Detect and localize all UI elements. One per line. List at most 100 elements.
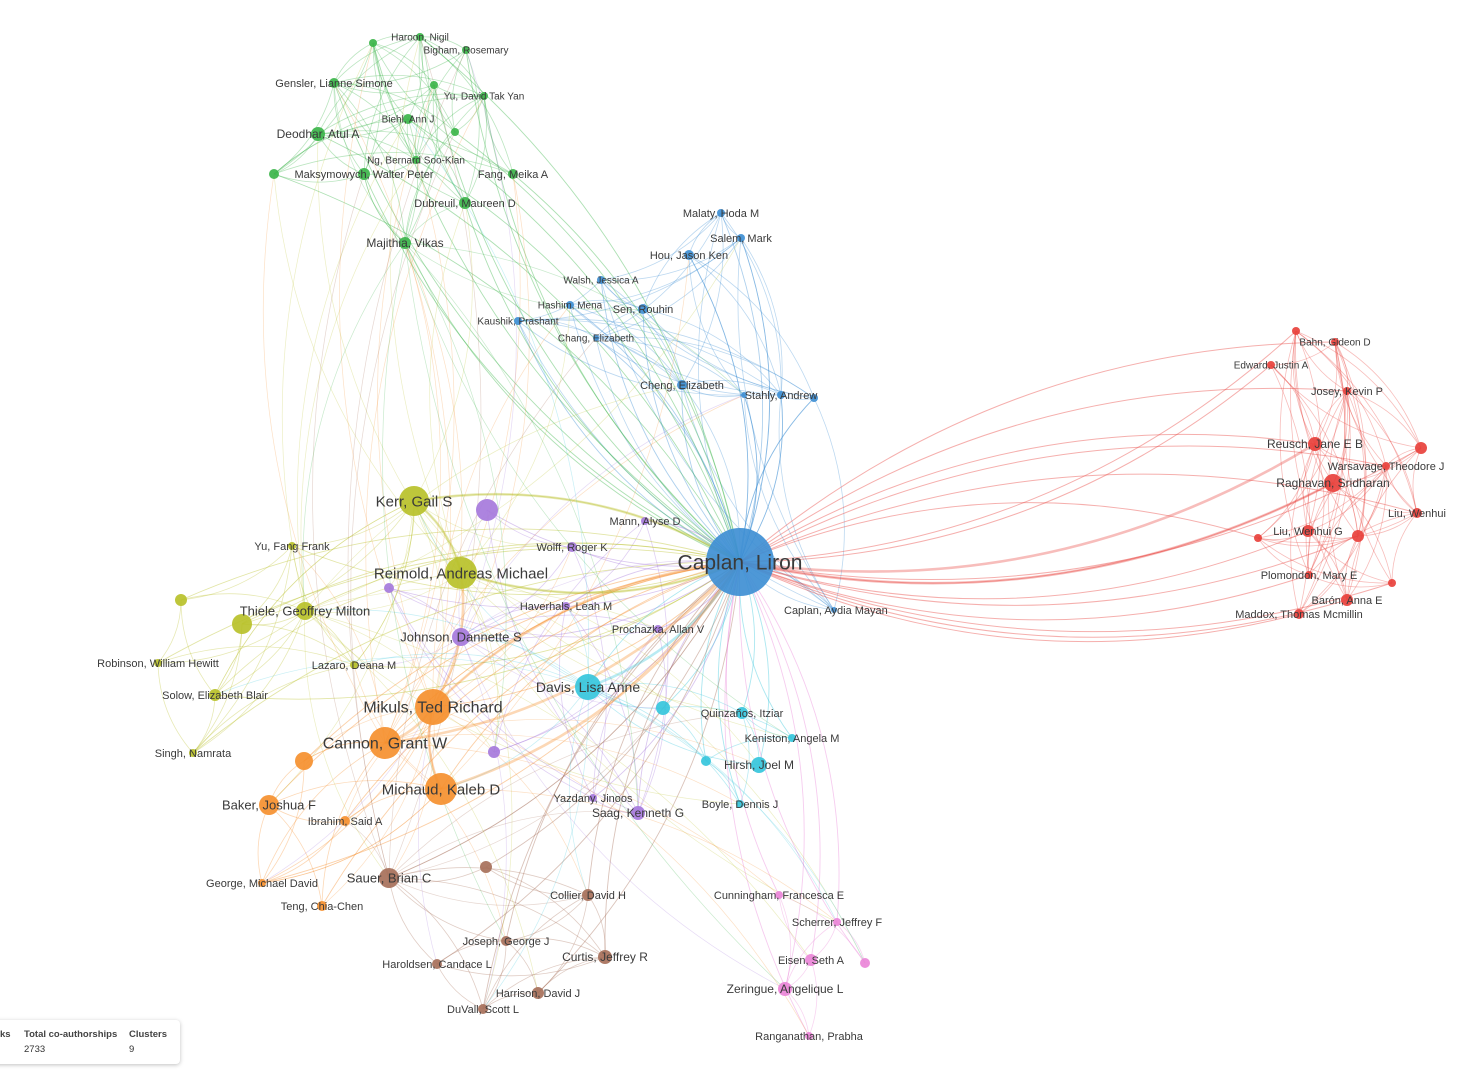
author-node-blue-x1[interactable] [810,394,818,402]
author-node-sauer[interactable] [379,868,399,888]
author-label-reimold[interactable]: Reimold, Andreas Michael [374,565,548,582]
author-label-prochazka[interactable]: Prochazka, Allan V [612,624,705,636]
author-label-johnson[interactable]: Johnson, Dannette S [400,630,522,645]
author-node-collier[interactable] [582,889,594,901]
author-label-caplan-aydia[interactable]: Caplan, Aydia Mayan [784,605,888,617]
author-node-ranganathan[interactable] [805,1032,813,1040]
author-label-robinson[interactable]: Robinson, William Hewitt [97,658,219,670]
author-node-hirsh[interactable] [751,757,767,773]
author-node-curtis[interactable] [598,950,612,964]
author-label-caplan-liron[interactable]: Caplan, Liron [678,551,803,574]
author-label-lazaro[interactable]: Lazaro, Deana M [312,660,396,672]
author-node-stahly[interactable] [777,391,785,399]
author-label-fang[interactable]: Fang, Meika A [478,169,549,181]
author-node-sen[interactable] [638,304,648,314]
author-label-keniston[interactable]: Keniston, Angela M [745,733,840,745]
author-label-sen[interactable]: Sen, Rouhin [613,304,674,316]
author-label-dubreuil[interactable]: Dubreuil, Maureen D [414,198,516,210]
author-label-hou[interactable]: Hou, Jason Ken [650,250,728,262]
author-label-joseph[interactable]: Joseph, George J [463,936,550,948]
author-label-haverhals[interactable]: Haverhals, Leah M [520,601,612,613]
author-label-boyle[interactable]: Boyle, Dennis J [702,799,778,811]
author-label-josey[interactable]: Josey, Kevin P [1311,386,1383,398]
author-label-liu-wenhui[interactable]: Liu, Wenhui [1388,508,1446,520]
author-node-mikuls[interactable] [415,689,451,725]
author-node-warsavage[interactable] [1382,462,1390,470]
author-node-saag[interactable] [631,806,645,820]
author-node-eisen[interactable] [805,954,817,966]
author-label-cunningham[interactable]: Cunningham, Francesca E [714,890,844,902]
author-node-chang[interactable] [593,335,599,341]
author-node-bigham[interactable] [462,46,470,54]
author-label-raghavan[interactable]: Raghavan, Sridharan [1276,476,1389,490]
author-node-biehl[interactable] [403,114,413,124]
author-node-johnson[interactable] [452,628,470,646]
author-node-edward[interactable] [1267,361,1275,369]
author-node-scherrer[interactable] [833,918,841,926]
author-node-purple-x2[interactable] [488,746,500,758]
author-node-salem[interactable] [737,234,745,242]
author-node-red-x5[interactable] [1388,579,1396,587]
author-node-mann[interactable] [641,517,649,525]
author-label-george-md[interactable]: George, Michael David [206,878,318,890]
author-node-reusch[interactable] [1308,437,1322,451]
author-node-blue-x2[interactable] [741,392,747,398]
author-label-kerr[interactable]: Kerr, Gail S [376,493,453,510]
author-label-cannon[interactable]: Cannon, Grant W [323,736,448,753]
author-node-maddox[interactable] [1294,609,1304,619]
author-node-kaushik[interactable] [514,317,522,325]
author-label-maksymowych[interactable]: Maksymowych, Walter Peter [295,169,434,181]
author-label-solow[interactable]: Solow, Elizabeth Blair [162,690,268,702]
author-node-robinson[interactable] [154,659,162,667]
author-label-collier[interactable]: Collier, David H [550,890,626,902]
author-node-yazdany[interactable] [589,794,597,802]
author-label-ng[interactable]: Ng, Bernard Soo-Kian [367,156,465,167]
author-label-cheng[interactable]: Cheng, Elizabeth [640,380,724,392]
author-label-curtis[interactable]: Curtis, Jeffrey R [562,950,648,964]
author-label-edward[interactable]: Edward, Justin A [1234,361,1309,372]
author-label-bigham[interactable]: Bigham, Rosemary [423,46,508,57]
author-label-wolff[interactable]: Wolff, Roger K [536,542,608,554]
author-node-caplan-aydia[interactable] [831,607,837,613]
author-node-kerr[interactable] [399,486,429,516]
author-label-deodhar[interactable]: Deodhar, Atul A [277,127,360,141]
author-node-gensler[interactable] [329,78,339,88]
author-node-hou[interactable] [684,250,694,260]
author-node-cheng[interactable] [677,380,687,390]
author-node-majithia[interactable] [399,237,411,249]
author-label-hirsh[interactable]: Hirsh, Joel M [724,758,794,772]
author-node-haverhals[interactable] [562,602,570,610]
author-node-teng[interactable] [317,901,327,911]
author-node-george-md[interactable] [258,879,266,887]
author-node-yu-fang[interactable] [288,542,296,550]
author-label-davis[interactable]: Davis, Lisa Anne [536,679,640,695]
author-label-quinzanos[interactable]: Quinzaños, Itziar [701,708,784,720]
author-label-hashim[interactable]: Hashim, Mena [538,301,603,312]
author-node-fang[interactable] [508,169,518,179]
author-node-purple-x1[interactable] [384,583,394,593]
author-label-harrison[interactable]: Harrison, David J [496,988,580,1000]
author-label-sauer[interactable]: Sauer, Brian C [347,871,432,886]
author-node-olive-x2[interactable] [232,614,252,634]
author-label-stahly[interactable]: Stahly, Andrew [745,390,818,402]
author-node-green-x2[interactable] [430,81,438,89]
author-label-zeringue[interactable]: Zeringue, Angelique L [727,982,844,996]
author-label-saag[interactable]: Saag, Kenneth G [592,806,684,820]
author-node-cyan-x2[interactable] [701,756,711,766]
author-node-red-x3[interactable] [1352,530,1364,542]
author-node-duvall[interactable] [478,1004,488,1014]
author-label-plomondon[interactable]: Plomondon, Mary E [1261,570,1358,582]
author-node-red-x1[interactable] [1292,327,1300,335]
author-label-scherrer[interactable]: Scherrer, Jeffrey F [792,917,883,929]
author-label-mikuls[interactable]: Mikuls, Ted Richard [363,700,502,717]
author-label-duvall[interactable]: DuVall, Scott L [447,1004,519,1016]
author-node-solow[interactable] [209,689,221,701]
author-node-haroon[interactable] [416,33,424,41]
author-label-liu-wenhui-g[interactable]: Liu, Wenhui G [1273,526,1343,538]
author-label-bahn[interactable]: Bahn, Gideon D [1299,338,1370,349]
author-node-liu-wenhui-g[interactable] [1302,525,1314,537]
author-node-michaud[interactable] [425,773,457,805]
author-label-salem[interactable]: Salem, Mark [710,233,772,245]
author-label-warsavage[interactable]: Warsavage, Theodore J [1328,461,1445,473]
author-node-bahn[interactable] [1331,338,1339,346]
